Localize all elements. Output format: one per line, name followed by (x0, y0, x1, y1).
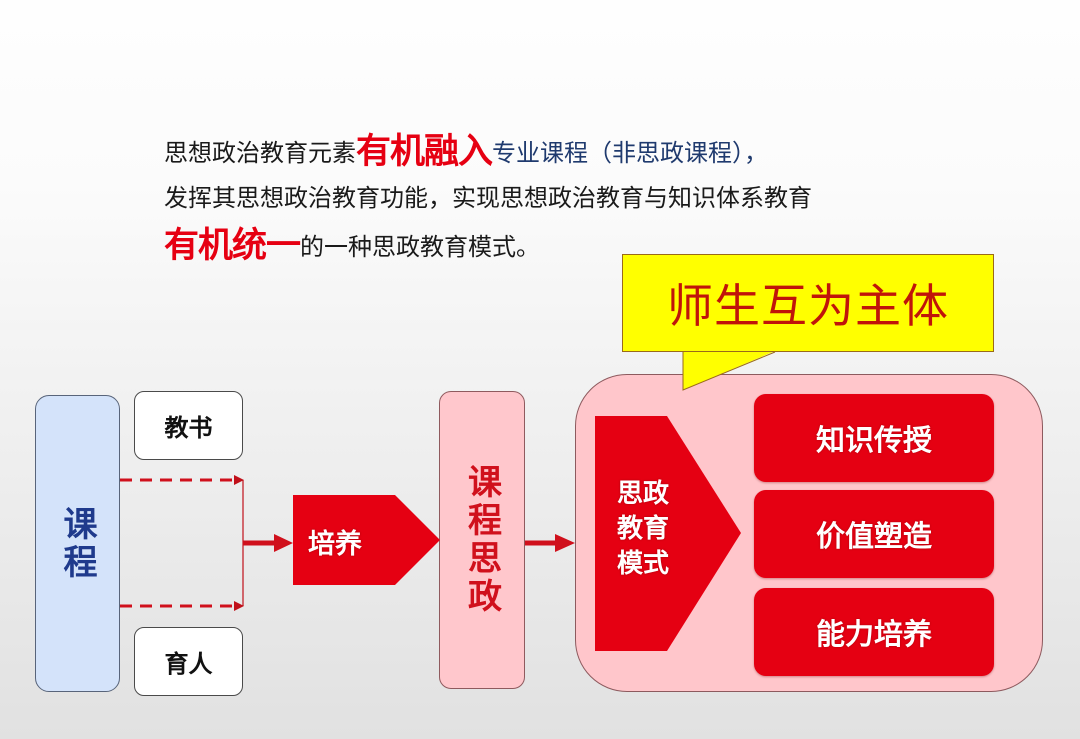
teach-box: 教书 (134, 391, 243, 460)
emphasis-organic-unity: 有机统一 (164, 226, 301, 266)
educate-label: 育人 (164, 650, 213, 678)
intro-line-2: 发挥其思想政治教育功能，实现思想政治教育与知识体系教育 (164, 184, 812, 212)
mode-label: 思政教育模式 (617, 479, 670, 579)
intro-line-3: 有机统一的一种思政教育模式。 (164, 222, 944, 270)
outcome-knowledge-label: 知识传授 (815, 423, 932, 457)
cultivate-label: 培养 (308, 529, 362, 560)
teach-label: 教书 (164, 414, 213, 442)
intro-line-1: 思想政治教育元素有机融入专业课程（非思政课程）， (164, 128, 944, 174)
intro-line1-course-text: 专业课程（非思政课程）， (492, 139, 769, 167)
course-ideology-label: 课程思政 (461, 464, 502, 616)
course-box: 课程 (35, 395, 120, 692)
intro-line1-text: 思想政治教育元素 (164, 139, 356, 167)
arrow-right-icon (525, 534, 575, 552)
educate-box: 育人 (134, 627, 243, 696)
outcome-ability: 能力培养 (754, 588, 994, 676)
course-ideology-box: 课程思政 (439, 391, 525, 689)
bubble-text: 师生互为主体 (667, 279, 949, 333)
outcome-values-label: 价值塑造 (815, 519, 932, 553)
dashed-arrow-icon (120, 475, 244, 611)
arrow-right-icon (243, 534, 293, 552)
speech-bubble: 师生互为主体 (622, 254, 994, 352)
intro-line3-text: 的一种思政教育模式。 (300, 233, 541, 261)
outcome-ability-label: 能力培养 (815, 617, 932, 651)
outcome-values: 价值塑造 (754, 490, 994, 578)
outcome-knowledge: 知识传授 (754, 394, 994, 482)
course-label: 课程 (57, 505, 97, 582)
emphasis-organic-integration: 有机融入 (356, 132, 493, 172)
intro-text: 思想政治教育元素有机融入专业课程（非思政课程）， 发挥其思想政治教育功能，实现思… (164, 128, 944, 270)
